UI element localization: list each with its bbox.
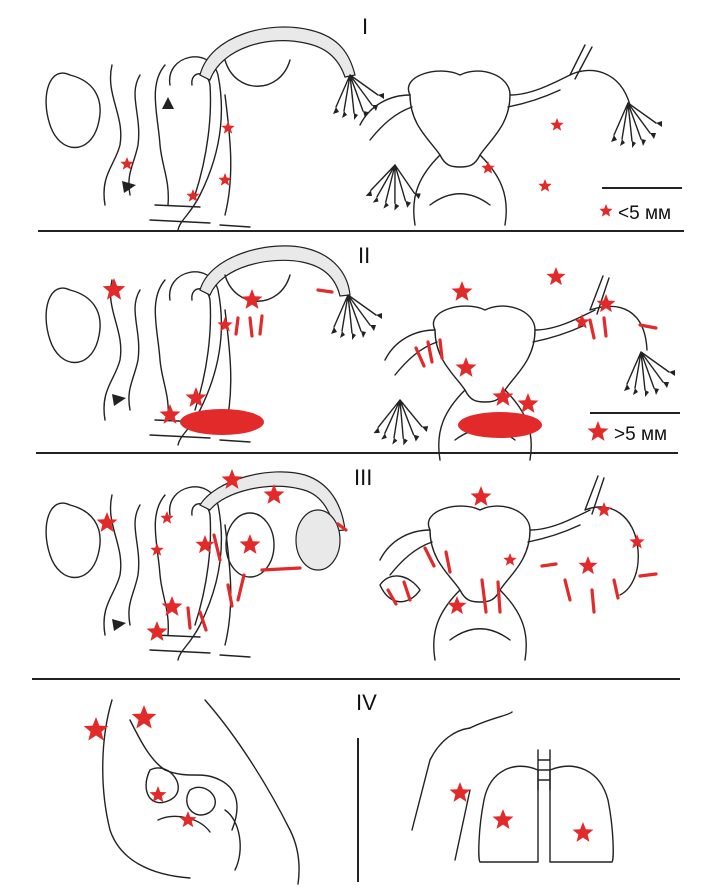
sagittal-view-I [46, 27, 384, 230]
stage-label-I: I [362, 14, 368, 39]
black-triangle-icon [112, 619, 126, 631]
black-triangle-icon [162, 97, 174, 109]
thorax-view [412, 712, 613, 862]
panel-I: I <5 мм [38, 14, 684, 231]
abdominal-sagittal-view [103, 700, 299, 884]
legend-large-label: >5 мм [614, 424, 667, 445]
lesion-markers-II-left [103, 278, 263, 424]
frontal-view-I [360, 45, 662, 225]
adhesions-III-right [388, 548, 656, 612]
legend-large-star-icon [588, 421, 609, 441]
lesion-plaque [458, 412, 542, 438]
lesion-markers-IV-thorax [450, 782, 594, 842]
lesion-markers-III-left [97, 469, 285, 641]
frontal-view-III [380, 476, 638, 660]
panel-III: III [32, 465, 680, 679]
panel-II: II [36, 243, 680, 460]
lesion-markers-I-right [481, 118, 563, 192]
black-triangle-icon [112, 394, 126, 406]
legend-small-star-icon [599, 204, 612, 217]
stage-label-II: II [358, 243, 370, 268]
lesion-plaque [180, 409, 264, 435]
legend-small-label: <5 мм [618, 203, 671, 224]
sagittal-view-III [46, 472, 345, 660]
lesion-markers-I-left [120, 121, 234, 202]
panel-IV: IV [84, 690, 614, 884]
lesion-markers-III-right [448, 486, 645, 614]
lesion-markers-IV-abdomen [84, 705, 197, 827]
stage-label-III: III [354, 465, 372, 490]
stage-label-IV: IV [356, 690, 377, 715]
